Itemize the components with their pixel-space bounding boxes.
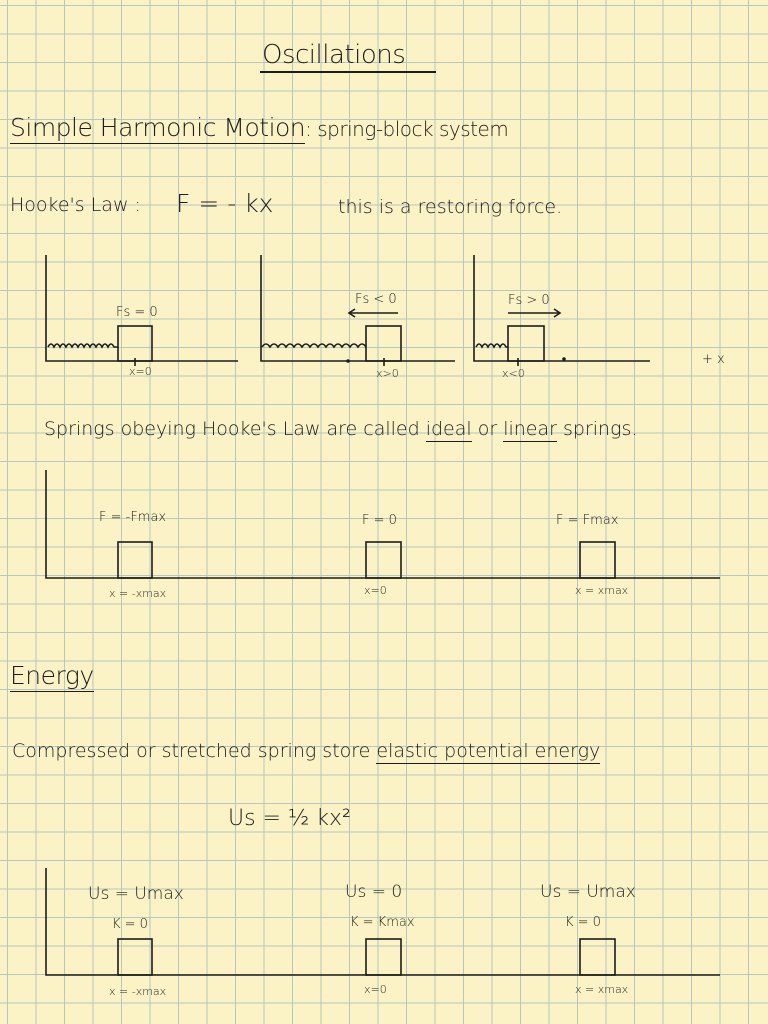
diagram2-position-right: x = xmax — [575, 584, 629, 597]
panel2-position-label: x>0 — [376, 367, 399, 380]
diagram2-block-right — [579, 541, 616, 579]
diagram3-block-right — [579, 938, 616, 976]
shm-subheading: : spring-block system — [305, 117, 509, 141]
diagram2-force-left: F = -Fmax — [99, 510, 167, 525]
diagram2-wall-floor — [45, 470, 720, 579]
x-axis-label: + x — [702, 352, 725, 367]
sentence-suffix: springs. — [563, 418, 638, 440]
energy-sentence-prefix: Compressed or stretched spring store — [12, 740, 371, 762]
panel3-block — [507, 325, 545, 362]
panel2-spring — [261, 343, 367, 349]
panel3-position-label: x<0 — [502, 367, 525, 380]
page-title: Oscillations — [262, 40, 406, 70]
elastic-energy-formula: Us = ½ kx² — [228, 806, 351, 831]
panel1-wall-floor — [45, 255, 238, 362]
panel3-wall-floor — [473, 255, 650, 362]
title-underline — [260, 71, 436, 73]
diagram3-energy-right: Us = Umax — [540, 882, 636, 902]
diagram2-force-right: F = Fmax — [556, 513, 619, 528]
diagram3-energy-left: Us = Umax — [88, 884, 184, 904]
diagram3-kinetic-center: K = Kmax — [350, 915, 415, 930]
panel2-equilibrium-dot — [346, 359, 350, 363]
linear-term: linear — [503, 418, 557, 442]
diagram3-wall-floor — [45, 868, 720, 976]
panel3-spring — [475, 343, 508, 349]
diagram3-position-center: x=0 — [364, 983, 387, 996]
panel1-force-label: Fs = 0 — [116, 305, 158, 320]
sentence-or: or — [477, 418, 498, 440]
hookes-law-formula: F = - kx — [176, 189, 274, 218]
diagram3-position-right: x = xmax — [575, 983, 629, 996]
panel3-arrowhead — [553, 308, 562, 318]
ideal-term: ideal — [425, 418, 472, 442]
diagram2-block-left — [117, 541, 153, 579]
diagram3-energy-center: Us = 0 — [345, 882, 403, 902]
panel3-force-label: Fs > 0 — [508, 293, 550, 308]
diagram3-kinetic-right: K = 0 — [565, 915, 601, 930]
hookes-law-label: Hooke's Law : — [10, 194, 141, 216]
diagram2-force-center: F = 0 — [362, 513, 397, 528]
diagram2-position-center: x=0 — [364, 584, 387, 597]
diagram3-block-center — [365, 938, 402, 976]
diagram3-block-left — [117, 938, 153, 976]
panel2-force-label: Fs < 0 — [355, 292, 397, 307]
diagram3-kinetic-left: K = 0 — [112, 917, 148, 932]
elastic-energy-sentence: Compressed or stretched spring store ela… — [12, 740, 601, 764]
diagram2-position-left: x = -xmax — [109, 587, 167, 600]
sentence-prefix: Springs obeying Hooke's Law are called — [44, 418, 420, 440]
energy-heading: Energy — [10, 661, 94, 692]
panel2-arrowhead — [347, 308, 356, 318]
energy-heading-text: Energy — [10, 661, 94, 692]
panel1-position-label: x=0 — [129, 365, 152, 378]
diagram3-position-left: x = -xmax — [109, 985, 167, 998]
ideal-springs-sentence: Springs obeying Hooke's Law are called i… — [44, 418, 638, 442]
shm-heading-text: Simple Harmonic Motion — [10, 113, 306, 144]
elastic-potential-energy-term: elastic potential energy — [376, 740, 601, 764]
diagram2-block-center — [365, 541, 402, 579]
panel3-equilibrium-dot — [562, 357, 566, 361]
panel1-spring — [47, 343, 118, 349]
shm-heading: Simple Harmonic Motion: spring-block sys… — [10, 113, 509, 144]
restoring-force-note: this is a restoring force. — [338, 196, 563, 218]
